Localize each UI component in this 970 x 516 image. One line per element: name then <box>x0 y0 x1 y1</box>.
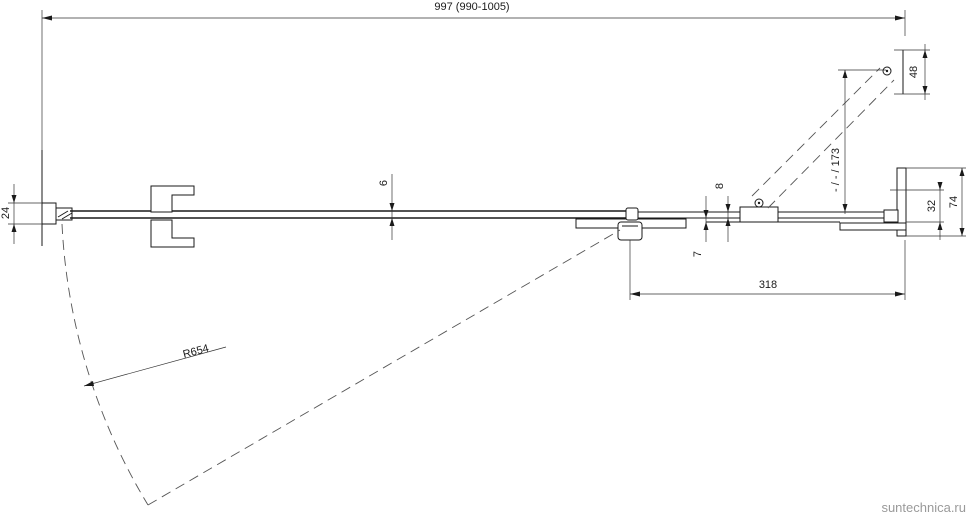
door-radius-label: R654 <box>182 343 211 361</box>
right-depth-dimensions: 32 74 <box>906 167 966 240</box>
glass-gap-label: 6 <box>378 180 390 186</box>
glass-gap-dimension: 6 <box>378 174 395 240</box>
total-width-dimension: 997 (990-1005) <box>41 1 906 152</box>
handle-assembly <box>575 207 687 241</box>
top-bracket-label: 48 <box>908 66 920 78</box>
total-width-label: 997 (990-1005) <box>434 1 509 13</box>
handle-offset-label: 7 <box>692 251 704 257</box>
right-wall-profile <box>839 167 920 237</box>
top-bracket-dimension: 48 <box>894 44 930 100</box>
watermark: suntechnica.ru <box>881 500 966 515</box>
left-wall-profile <box>41 150 73 246</box>
swing-offset-label: - / - / 173 <box>830 148 842 192</box>
fixed-width-dimension: 318 <box>629 240 906 300</box>
hinge-bracket <box>739 66 895 223</box>
profile-depth-label: 74 <box>948 196 960 208</box>
left-depth-label: 24 <box>0 207 12 219</box>
door-swing: R654 <box>61 223 621 506</box>
wall-depth-label: 32 <box>926 200 938 212</box>
fixed-width-label: 318 <box>759 279 777 291</box>
rail-gap-label: 8 <box>714 183 726 189</box>
glass-panels <box>70 210 906 223</box>
glass-clamp <box>150 185 195 248</box>
left-depth-dimension: 24 <box>0 184 42 244</box>
swing-offset-dimension: - / - / 173 <box>830 69 886 214</box>
rail-gap-dimension: 8 7 <box>692 183 731 257</box>
